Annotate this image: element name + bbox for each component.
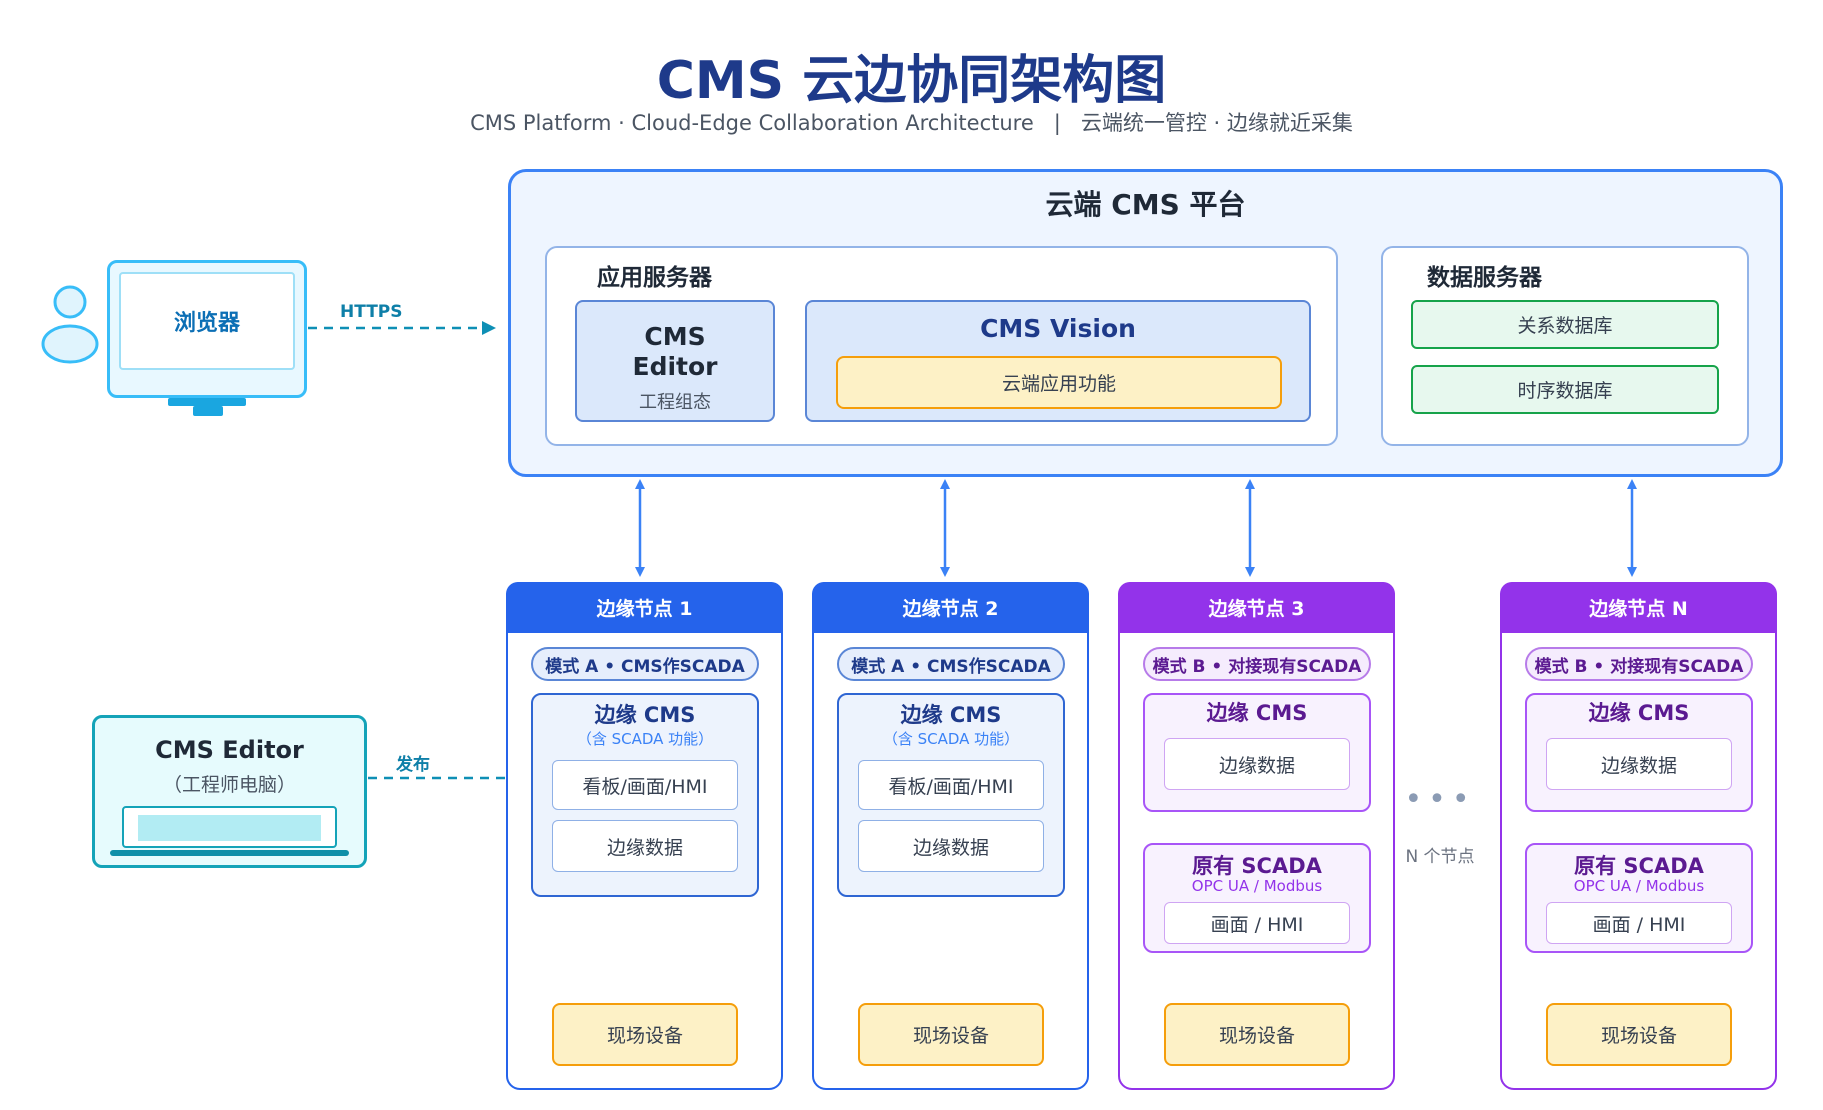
laptop-icon: [122, 806, 337, 848]
edge-node-n-data-box: 边缘数据: [1546, 738, 1732, 790]
cms-vision-title: CMS Vision: [980, 314, 1136, 343]
https-label: HTTPS: [340, 302, 403, 322]
edge-node-1-cms-sub: （含 SCADA 功能）: [576, 730, 714, 748]
laptop-base: [110, 850, 349, 856]
edge-node-n-header: 边缘节点 N: [1500, 582, 1777, 633]
timeseries-db-box: 时序数据库: [1411, 365, 1719, 414]
cloud-platform-title: 云端 CMS 平台: [1045, 188, 1246, 221]
edge-node-1-header: 边缘节点 1: [506, 582, 783, 633]
edge-node-3-data-box: 边缘数据: [1164, 738, 1350, 790]
edge-node-3-device: 现场设备: [1164, 1003, 1350, 1066]
edge-node-n-hmi-box: 画面 / HMI: [1546, 902, 1732, 944]
user-icon: [41, 285, 99, 364]
editor-pc-title: CMS Editor: [155, 736, 304, 764]
subtitle-right: 云端统一管控 · 边缘就近采集: [1080, 111, 1353, 135]
page-subtitle: CMS Platform · Cloud-Edge Collaboration …: [0, 107, 1823, 137]
edge-node-n-scada-title: 原有 SCADA: [1574, 854, 1704, 878]
editor-pc-sub: （工程师电脑）: [162, 774, 296, 796]
edge-node-3-cms-title: 边缘 CMS: [1206, 701, 1308, 725]
more-nodes-label: N 个节点: [1405, 847, 1475, 867]
edge-node-n-mode: 模式 B • 对接现有SCADA: [1525, 647, 1753, 681]
cms-editor-sub: 工程组态: [639, 392, 711, 413]
edge-node-2-data-box: 边缘数据: [858, 820, 1044, 872]
subtitle-left: CMS Platform · Cloud-Edge Collaboration …: [470, 111, 1034, 135]
cms-editor-box: [575, 300, 775, 422]
data-server-title: 数据服务器: [1427, 265, 1542, 291]
edge-node-n-scada-sub: OPC UA / Modbus: [1573, 877, 1705, 895]
edge-node-3-mode: 模式 B • 对接现有SCADA: [1143, 647, 1371, 681]
cms-editor-line2: Editor: [632, 352, 718, 381]
edge-node-1-mode: 模式 A • CMS作SCADA: [531, 647, 759, 681]
publish-label: 发布: [396, 755, 430, 775]
edge-node-n-cms-title: 边缘 CMS: [1588, 701, 1690, 725]
edge-node-1-data-box: 边缘数据: [552, 820, 738, 872]
edge-node-n-device: 现场设备: [1546, 1003, 1732, 1066]
cloud-feature-box: 云端应用功能: [836, 356, 1282, 409]
edge-node-2-device: 现场设备: [858, 1003, 1044, 1066]
edge-node-2-cms-title: 边缘 CMS: [900, 703, 1002, 727]
edge-node-1-cms-title: 边缘 CMS: [594, 703, 696, 727]
cms-editor-line1: CMS: [644, 322, 706, 351]
monitor-base: [193, 406, 223, 416]
more-nodes-dots: •••: [1404, 782, 1476, 817]
edge-node-3-scada-sub: OPC UA / Modbus: [1191, 877, 1323, 895]
browser-label: 浏览器: [119, 272, 295, 370]
edge-node-2-hmi-box: 看板/画面/HMI: [858, 760, 1044, 810]
edge-node-1-hmi-box: 看板/画面/HMI: [552, 760, 738, 810]
edge-node-3-header: 边缘节点 3: [1118, 582, 1395, 633]
edge-node-2-header: 边缘节点 2: [812, 582, 1089, 633]
page-title: CMS 云边协同架构图: [656, 51, 1167, 111]
edge-node-2-mode: 模式 A • CMS作SCADA: [837, 647, 1065, 681]
app-server-title: 应用服务器: [597, 265, 712, 291]
edge-node-3-hmi-box: 画面 / HMI: [1164, 902, 1350, 944]
edge-node-3-scada-title: 原有 SCADA: [1192, 854, 1322, 878]
edge-node-1-device: 现场设备: [552, 1003, 738, 1066]
edge-node-2-cms-sub: （含 SCADA 功能）: [882, 730, 1020, 748]
monitor-stand: [168, 398, 246, 406]
subtitle-separator: |: [1053, 111, 1061, 135]
relational-db-box: 关系数据库: [1411, 300, 1719, 349]
